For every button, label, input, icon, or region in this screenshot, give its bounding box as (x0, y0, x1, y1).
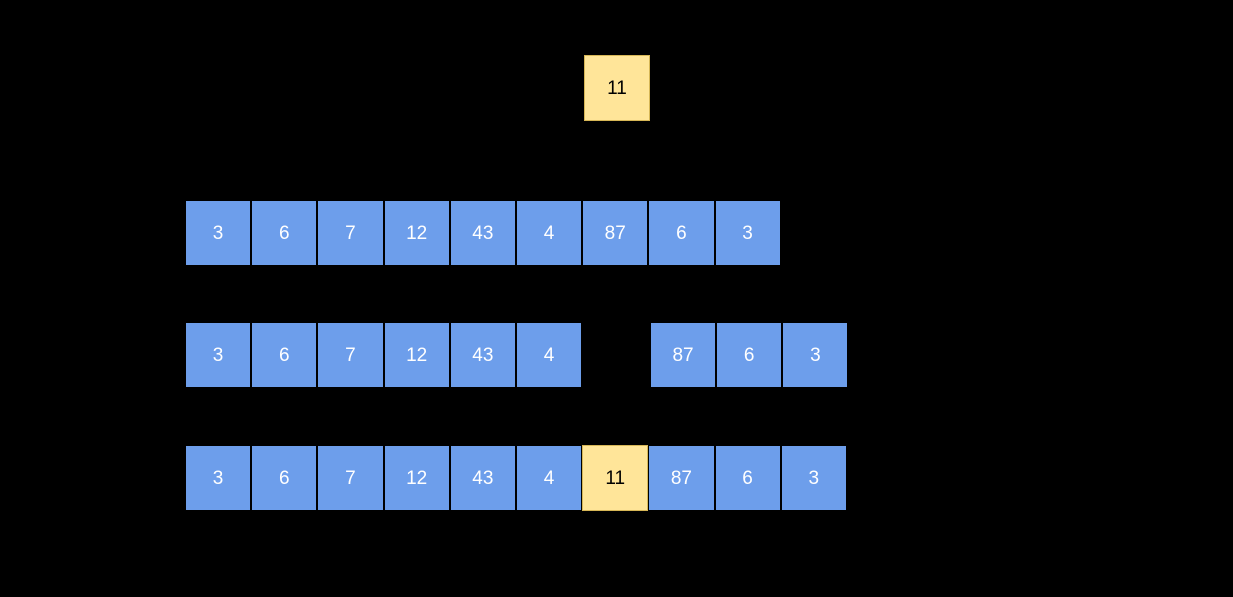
array-cell: 3 (185, 200, 252, 266)
array-cell: 4 (515, 322, 583, 388)
array-cell: 3 (185, 445, 252, 511)
array-cell: 6 (648, 200, 715, 266)
array-cell: 6 (716, 322, 783, 388)
array-cell: 6 (251, 200, 318, 266)
array-cell: 7 (317, 322, 384, 388)
inserted-cell: 11 (582, 445, 649, 511)
array-cell: 6 (251, 445, 318, 511)
array-cell: 43 (449, 445, 516, 511)
array-cell: 12 (383, 445, 450, 511)
array-row-shifted: 3 6 7 12 43 4 87 6 3 (185, 322, 849, 388)
array-cell: 12 (383, 322, 450, 388)
array-cell: 3 (714, 200, 781, 266)
array-cell: 43 (449, 200, 516, 266)
array-cell: 87 (582, 200, 649, 266)
array-row-result: 3 6 7 12 43 4 11 87 6 3 (185, 445, 847, 511)
array-row-original: 3 6 7 12 43 4 87 6 3 (185, 200, 781, 266)
insert-value-box: 11 (584, 55, 650, 121)
array-cell: 7 (317, 200, 384, 266)
array-cell: 3 (782, 322, 849, 388)
array-cell: 3 (780, 445, 847, 511)
array-cell: 87 (649, 322, 717, 388)
array-cell: 4 (515, 445, 583, 511)
array-cell: 87 (648, 445, 715, 511)
array-cell: 7 (317, 445, 384, 511)
array-cell: 4 (515, 200, 583, 266)
array-cell: 3 (185, 322, 252, 388)
array-cell: 6 (251, 322, 318, 388)
array-cell: 6 (714, 445, 781, 511)
array-cell: 43 (449, 322, 516, 388)
array-cell: 12 (383, 200, 450, 266)
insertion-gap (582, 322, 650, 388)
